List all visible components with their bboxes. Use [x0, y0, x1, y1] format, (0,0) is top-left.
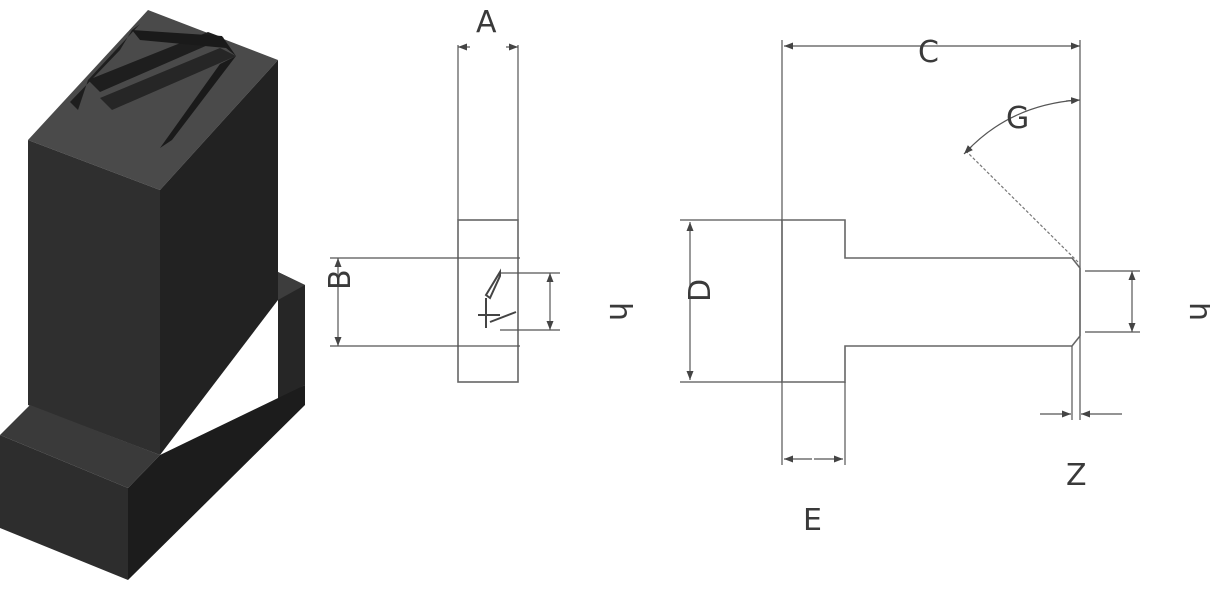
block-base-right	[128, 385, 305, 580]
label-h-front: h	[602, 302, 637, 321]
label-e: E	[803, 503, 822, 538]
angle-g-arc	[965, 99, 1079, 153]
block-base-top	[0, 405, 160, 488]
label-d: D	[683, 279, 718, 302]
front-view: A B h	[323, 5, 637, 383]
angle-g-ray	[964, 149, 1079, 263]
label-g: G	[1006, 101, 1029, 136]
label-z: Z	[1066, 458, 1087, 493]
block-flange-right-top	[278, 272, 305, 300]
block-right-face	[160, 60, 278, 455]
engraving-symbol-icon	[478, 268, 517, 328]
label-h-side: h	[1182, 302, 1210, 321]
side-view: C G D h E Z	[680, 35, 1210, 538]
side-body-outline	[781, 219, 1081, 383]
block-front-face	[28, 140, 160, 455]
label-b: B	[323, 269, 358, 290]
label-c: C	[918, 35, 939, 70]
t-slot-block-3d	[0, 10, 305, 580]
label-a: A	[476, 5, 497, 40]
z-engraving-icon	[70, 24, 236, 148]
front-body-outline	[457, 219, 519, 383]
block-flange-right	[278, 272, 305, 400]
block-base-front	[0, 435, 128, 580]
